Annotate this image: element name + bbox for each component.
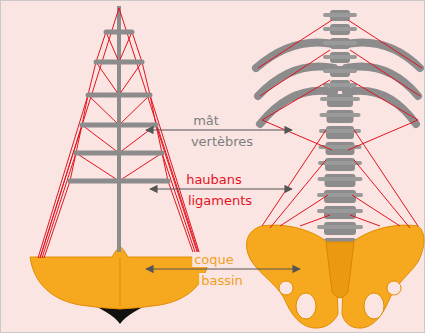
shroud — [40, 8, 119, 258]
shroud — [44, 181, 70, 258]
vertebra-process — [323, 83, 357, 87]
hull-arrow — [146, 268, 300, 269]
shroud — [38, 95, 88, 258]
shroud — [96, 62, 119, 95]
rib — [346, 91, 416, 124]
yard — [70, 179, 168, 184]
shroud — [106, 32, 119, 62]
ligament — [350, 80, 418, 120]
label-vertebrae: vertèbres — [189, 134, 255, 149]
ligament — [350, 215, 380, 226]
vertebra-process — [320, 113, 361, 117]
label-mast: mât — [191, 113, 221, 128]
shroud — [119, 153, 162, 181]
ligament — [270, 160, 326, 228]
ligament — [354, 130, 418, 226]
mast-arrow — [146, 129, 292, 130]
ligament — [280, 195, 328, 226]
pelvis — [247, 225, 424, 328]
ligament — [258, 20, 332, 68]
vertebra-process — [323, 27, 357, 31]
vertebra-process — [318, 177, 363, 181]
yard — [76, 151, 162, 156]
ligament — [262, 80, 330, 120]
ligament — [348, 20, 422, 68]
shroud — [96, 32, 106, 62]
vertebra-process — [317, 225, 363, 229]
label-ligaments: ligaments — [186, 193, 254, 208]
shroud — [132, 32, 142, 62]
ligament — [300, 215, 330, 226]
ship-mast — [117, 6, 121, 252]
vertebra-process — [317, 209, 363, 213]
vertebra-process — [323, 69, 357, 73]
shroud — [88, 95, 119, 125]
shroud — [119, 32, 132, 62]
rib — [260, 91, 334, 124]
shroud — [119, 125, 156, 153]
ligament — [262, 120, 332, 150]
shroud — [42, 153, 76, 258]
vertebra-process — [317, 193, 363, 197]
shroud — [119, 95, 150, 125]
vertebra-process — [320, 97, 360, 101]
ligament — [352, 195, 400, 226]
vertebra-process — [323, 55, 357, 59]
shroud — [82, 125, 119, 153]
label-shrouds: haubans — [184, 172, 244, 187]
shroud — [88, 62, 96, 95]
yard — [82, 123, 156, 128]
ligament — [260, 50, 330, 96]
label-hull: coque — [192, 252, 236, 267]
shroud — [119, 8, 200, 258]
shroud-arrow — [150, 188, 292, 189]
shroud — [76, 153, 119, 181]
vertebra-process — [323, 13, 357, 17]
ligament — [262, 130, 326, 226]
label-pelvis: bassin — [199, 273, 245, 288]
yard — [106, 30, 132, 35]
ship-hull — [30, 246, 209, 309]
ligament — [350, 50, 420, 96]
vertebra-process — [323, 41, 357, 45]
ligament — [348, 120, 418, 150]
yard — [96, 60, 142, 65]
ligament — [354, 160, 410, 228]
yard — [88, 93, 150, 98]
